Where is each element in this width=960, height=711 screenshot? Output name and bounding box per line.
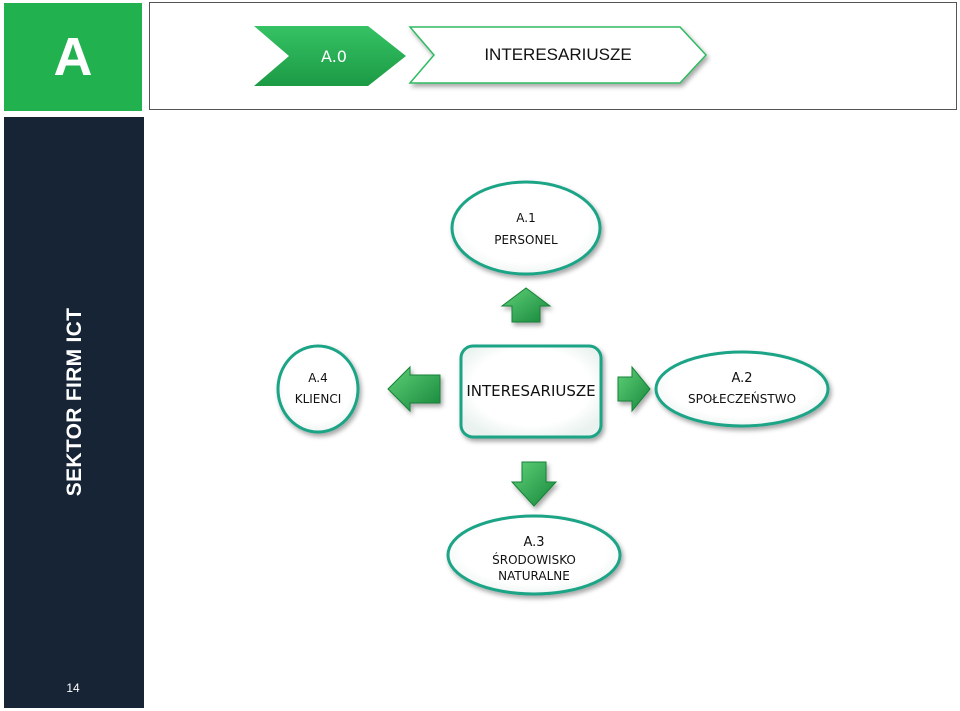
breadcrumb-code: A.0	[321, 47, 347, 66]
node-srodowisko-name-line1: ŚRODOWISKO	[492, 552, 576, 567]
center-node	[459, 344, 603, 439]
section-badge: A	[4, 3, 142, 111]
node-spoleczenstwo	[654, 350, 830, 428]
breadcrumb-title: INTERESARIUSZE	[484, 45, 631, 64]
arrow-up-icon	[500, 287, 552, 323]
arrow-left-icon	[387, 365, 441, 413]
node-spoleczenstwo-code: A.2	[731, 371, 752, 386]
sidebar	[4, 117, 144, 708]
arrow-right-icon	[617, 365, 651, 413]
node-klienci-name: KLIENCI	[295, 392, 342, 406]
breadcrumb: A.0 INTERESARIUSZE	[254, 26, 708, 86]
node-personel-name: PERSONEL	[494, 233, 558, 247]
node-personel	[450, 180, 602, 276]
node-klienci-code: A.4	[308, 371, 327, 385]
center-node-label: INTERESARIUSZE	[466, 382, 595, 400]
node-srodowisko-code: A.3	[523, 535, 544, 550]
node-srodowisko	[446, 514, 622, 596]
node-klienci	[276, 344, 360, 434]
node-srodowisko-name-line2: NATURALNE	[498, 569, 570, 583]
node-spoleczenstwo-name: SPOŁECZEŃSTWO	[688, 391, 796, 406]
breadcrumb-title-chevron	[408, 26, 708, 84]
node-personel-code: A.1	[516, 211, 535, 225]
page-number: 14	[66, 681, 80, 695]
arrow-down-icon	[510, 461, 558, 507]
breadcrumb-code-chevron	[254, 26, 406, 86]
